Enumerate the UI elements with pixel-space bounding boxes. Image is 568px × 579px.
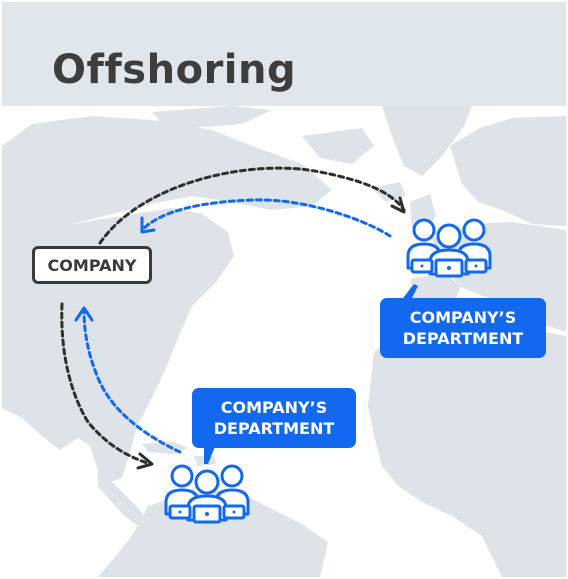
arrow-company-to-europe bbox=[98, 166, 406, 245]
land-greenland bbox=[382, 106, 472, 176]
land-arctic-island-1 bbox=[152, 106, 272, 128]
arrowhead-company-left bbox=[74, 306, 94, 322]
land-arctic-island-2 bbox=[302, 128, 374, 164]
land-central-america bbox=[98, 470, 148, 526]
arrow-europe-to-company bbox=[140, 198, 392, 238]
land-south-america bbox=[98, 490, 328, 577]
header: Offshoring bbox=[2, 2, 566, 106]
page-title: Offshoring bbox=[52, 47, 297, 93]
department-europe-line1: COMPANY’S bbox=[409, 308, 517, 327]
department-south-america-line2: DEPARTMENT bbox=[213, 419, 335, 438]
land-florida bbox=[114, 406, 134, 454]
land-scandinavia bbox=[450, 116, 566, 226]
team-icon-europe bbox=[406, 218, 492, 278]
land-north-africa bbox=[368, 318, 566, 577]
company-label: COMPANY bbox=[47, 255, 137, 275]
land-canada-north bbox=[2, 116, 332, 234]
team-icon-south-america bbox=[164, 464, 250, 524]
arrowhead-south-america bbox=[136, 452, 154, 470]
arrow-company-to-south-america bbox=[60, 302, 152, 466]
arrowhead-europe bbox=[390, 196, 406, 214]
company-box: COMPANY bbox=[32, 246, 152, 284]
land-iceland bbox=[372, 182, 406, 202]
bubble-pointer-europe bbox=[400, 284, 418, 302]
department-europe-line2: DEPARTMENT bbox=[402, 329, 524, 348]
arrowhead-company-top bbox=[140, 216, 156, 234]
arrow-south-america-to-company bbox=[82, 308, 182, 454]
department-south-america-line1: COMPANY’S bbox=[220, 398, 328, 417]
bubble-pointer-south-america bbox=[204, 444, 216, 464]
department-label-europe: COMPANY’S DEPARTMENT bbox=[380, 298, 546, 358]
department-label-south-america: COMPANY’S DEPARTMENT bbox=[192, 388, 356, 448]
